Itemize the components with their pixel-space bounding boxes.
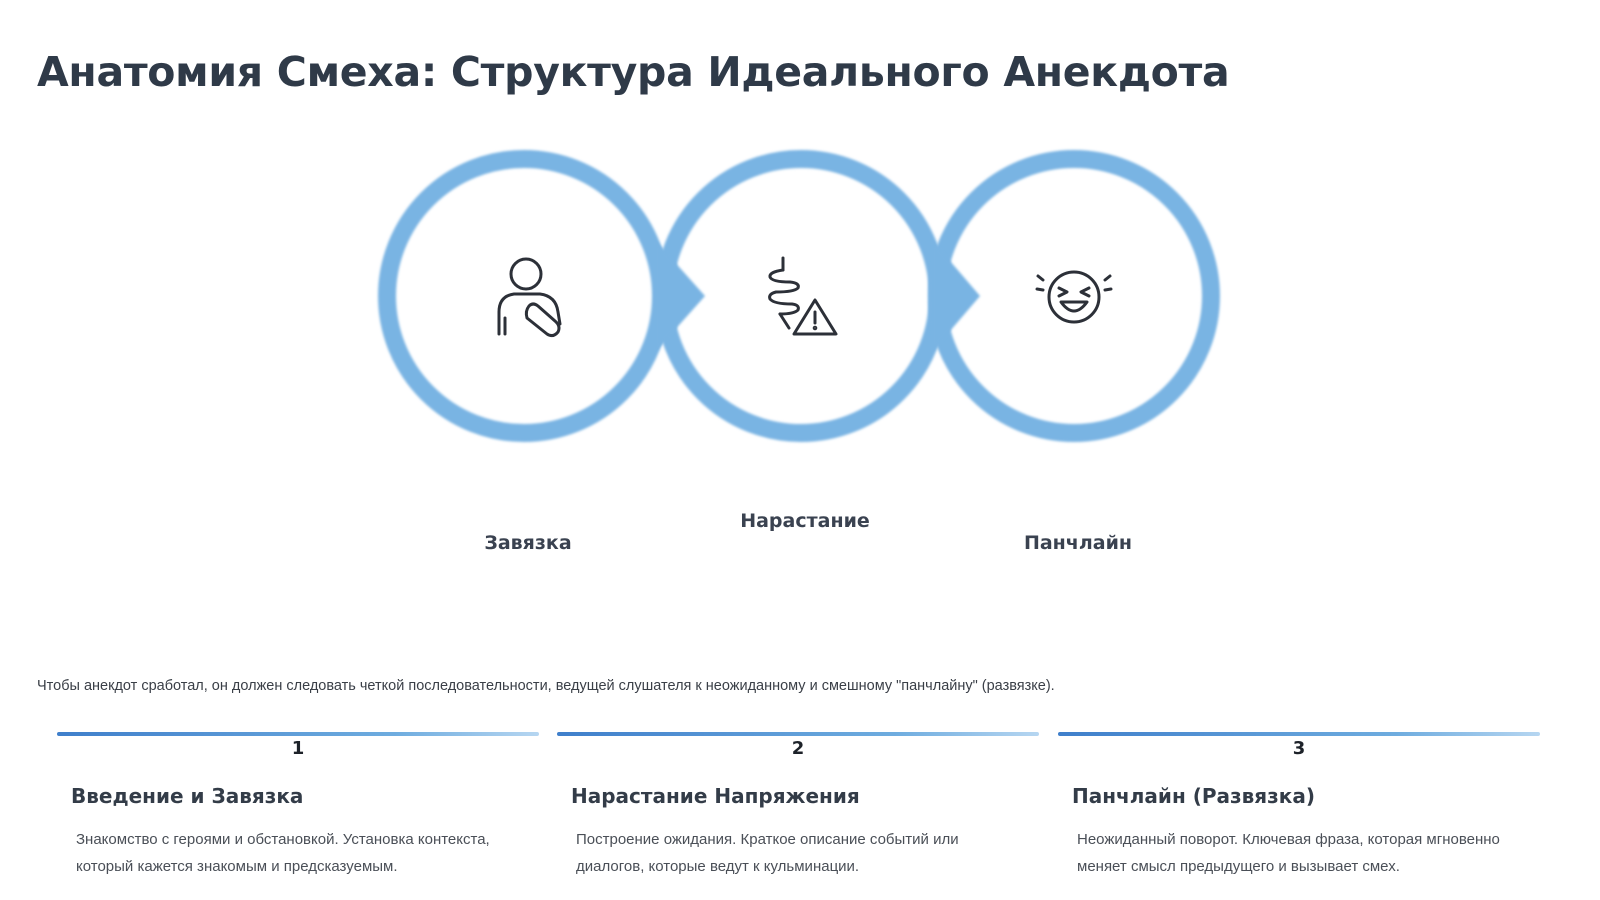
stages-diagram: [378, 150, 1220, 442]
step-bar: [57, 732, 539, 736]
step-bar: [557, 732, 1039, 736]
connector-arrow-2: [932, 240, 980, 352]
step-number: 3: [1292, 738, 1306, 759]
stage-label-3: Панчлайн: [1023, 532, 1133, 554]
step-description: Неожиданный поворот. Ключевая фраза, кот…: [1077, 831, 1500, 875]
step-card-1: 1 Введение и Завязка Знакомство с героям…: [57, 732, 539, 875]
step-description: Знакомство с героями и обстановкой. Уста…: [76, 831, 490, 875]
laughing-face-icon: [1035, 270, 1113, 324]
step-card-2: 2 Нарастание Напряжения Построение ожида…: [557, 732, 1039, 875]
intro-text: Чтобы анекдот сработал, он должен следов…: [37, 678, 1055, 694]
step-number: 1: [291, 738, 305, 759]
person-hand-on-chest-icon: [497, 257, 562, 338]
stage-ring-1: [378, 150, 670, 442]
stage-ring-2: [655, 150, 947, 442]
step-number: 2: [791, 738, 805, 759]
page-title: Анатомия Смеха: Структура Идеального Ане…: [37, 48, 1230, 96]
step-title: Панчлайн (Развязка): [1072, 784, 1315, 808]
stage-label-1: Завязка: [484, 532, 572, 554]
step-title: Введение и Завязка: [71, 784, 304, 808]
step-card-3: 3 Панчлайн (Развязка) Неожиданный поворо…: [1058, 732, 1540, 875]
stage-label-2: Нарастание: [740, 510, 870, 532]
step-description: Построение ожидания. Краткое описание со…: [576, 831, 959, 875]
step-bar: [1058, 732, 1540, 736]
step-title: Нарастание Напряжения: [571, 784, 860, 808]
connector-arrow-1: [655, 240, 705, 352]
spring-warning-icon: [768, 256, 838, 336]
